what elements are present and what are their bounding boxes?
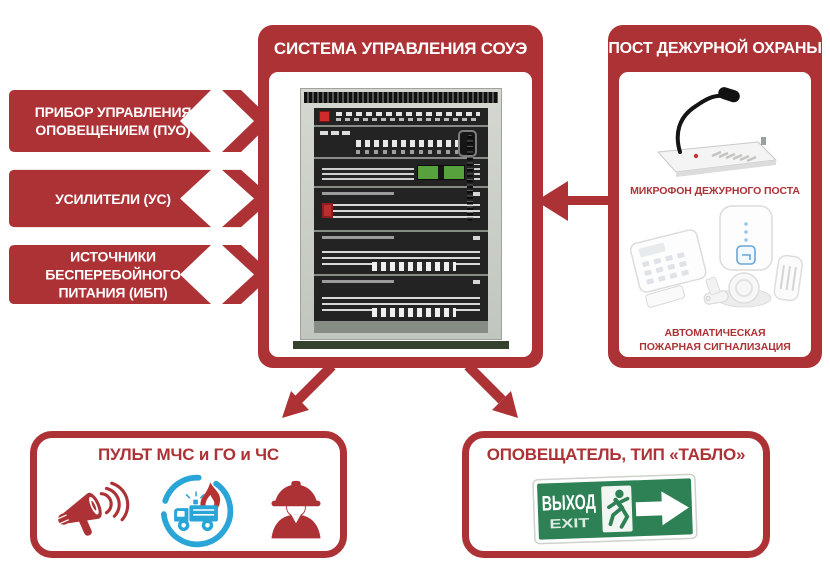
- right-panel-title: ПОСТ ДЕЖУРНОЙ ОХРАНЫ: [608, 39, 822, 57]
- exit-sign-text-ru: ВЫХОД: [541, 491, 596, 516]
- mchs-icons-row: [37, 474, 340, 547]
- banner-ibp: ИСТОЧНИКИ БЕСПЕРЕБОЙНОГО ПИТАНИЯ (ИБП): [8, 244, 276, 305]
- rack-equipment-stack: [313, 108, 488, 333]
- exit-sign-text-en: EXIT: [549, 515, 590, 531]
- arrow-right-to-center: [536, 181, 614, 221]
- running-man-pictogram: [607, 489, 630, 529]
- mchs-console-box: ПУЛЬТ МЧС и ГО и ЧС: [30, 431, 347, 558]
- banner-puo-label: ПРИБОР УПРАВЛЕНИЯ ОПОВЕЩЕНИЕМ (ПУО): [34, 103, 192, 138]
- rack-cabinet: [292, 88, 509, 349]
- lcd-display: [417, 166, 464, 179]
- rack-unit: [313, 108, 488, 125]
- rack-unit: [313, 127, 488, 157]
- rack-top-vent: [303, 92, 498, 103]
- rack-cabinet-frame: [299, 88, 502, 340]
- center-panel-body: [269, 72, 532, 357]
- mic-caption: МИКРОФОН ДЕЖУРНОГО ПОСТА: [630, 185, 800, 197]
- handset-coiled-cord: [466, 135, 473, 221]
- rack-unit: [313, 276, 488, 321]
- arrows-center-to-bottom: [282, 362, 518, 418]
- fire-truck-icon: [160, 474, 233, 547]
- exit-arrow-icon: [635, 491, 689, 526]
- firefighter-icon: [270, 480, 321, 538]
- banner-puo: ПРИБОР УПРАВЛЕНИЯ ОПОВЕЩЕНИЕМ (ПУО): [8, 89, 276, 153]
- rack-unit: [313, 159, 488, 186]
- rack-unit: [313, 232, 488, 274]
- center-panel-title: СИСТЕМА УПРАВЛЕНИЯ СОУЭ: [273, 38, 528, 58]
- banner-us: УСИЛИТЕЛИ (УС): [8, 169, 276, 228]
- exit-sign: ВЫХОД EXIT: [532, 473, 698, 545]
- banner-us-label: УСИЛИТЕЛИ (УС): [55, 190, 171, 207]
- banner-ibp-label: ИСТОЧНИКИ БЕСПЕРЕБОЙНОГО ПИТАНИЯ (ИБП): [45, 248, 181, 301]
- fire-alarm-kit-icon: [629, 205, 803, 308]
- right-panel-body: МИКРОФОН ДЕЖУРНОГО ПОСТА: [619, 72, 811, 357]
- desk-microphone-icon: [656, 87, 778, 177]
- right-panel: ПОСТ ДЕЖУРНОЙ ОХРАНЫ МИКРОФОН ДЕЖУРНОГО …: [608, 25, 822, 368]
- megaphone-icon: [57, 481, 129, 536]
- rack-unit: [313, 188, 488, 230]
- center-panel: СИСТЕМА УПРАВЛЕНИЯ СОУЭ: [258, 25, 543, 368]
- annunciator-box: ОПОВЕЩАТЕЛЬ, ТИП «ТАБЛО» ВЫХОД EXIT: [462, 431, 770, 558]
- alarm-caption: АВТОМАТИЧЕСКАЯ ПОЖАРНАЯ СИГНАЛИЗАЦИЯ: [639, 327, 791, 354]
- mchs-console-title: ПУЛЬТ МЧС и ГО и ЧС: [98, 445, 279, 464]
- rack-base: [292, 341, 509, 349]
- annunciator-title: ОПОВЕЩАТЕЛЬ, ТИП «ТАБЛО»: [486, 445, 746, 464]
